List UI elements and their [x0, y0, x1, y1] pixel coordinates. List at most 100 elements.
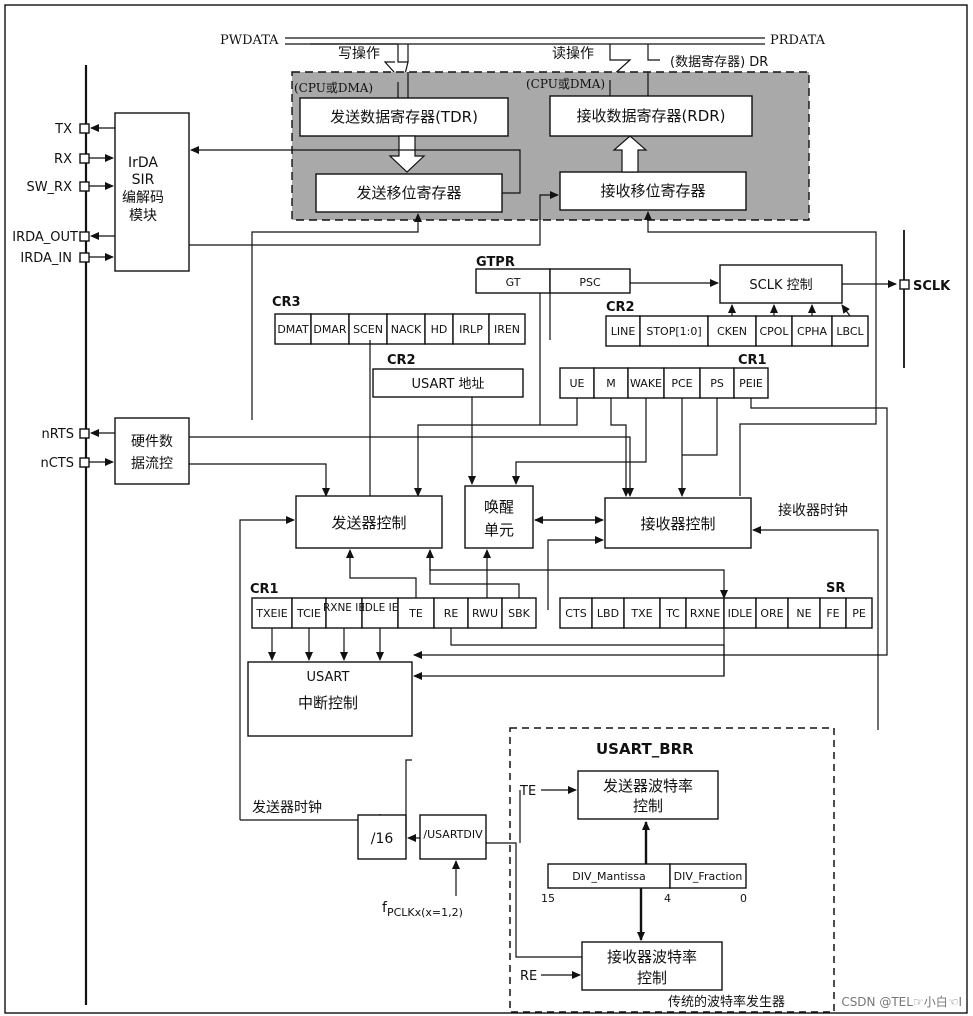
cr1-idleie: IDLE IE	[362, 602, 399, 614]
irda-line2: SIR	[132, 172, 155, 188]
cr1-a-title: CR1	[738, 353, 767, 368]
pwdata-label: PWDATA	[220, 33, 279, 48]
pin-sw-rx-label: SW_RX	[26, 180, 72, 195]
interrupt-line1: USART	[307, 670, 350, 685]
outer-frame	[4, 4, 968, 1014]
irda-line4: 模块	[129, 208, 157, 224]
rx-shift-label: 接收移位寄存器	[600, 182, 705, 200]
brr-mantissa: DIV_Mantissa	[572, 870, 646, 883]
cr2-register: LINE STOP[1:0] CKEN CPOL CPHA LBCL	[605, 315, 869, 347]
cr1-b-title: CR1	[250, 582, 279, 597]
gtpr-psc-label: PSC	[579, 276, 601, 289]
usartdiv-label: /USARTDIV	[423, 828, 483, 841]
cr2-line: LINE	[611, 325, 636, 338]
cr1-sbk: SBK	[508, 607, 531, 620]
cr1-re: RE	[444, 607, 459, 620]
write-op-label: 写操作	[338, 46, 380, 62]
cr3-iren: IREN	[494, 323, 520, 336]
irda-line3: 编解码	[122, 190, 164, 206]
pin-irda-out-label: IRDA_OUT	[12, 230, 78, 245]
sr-lbd: LBD	[597, 607, 619, 620]
cr1-ps: PS	[710, 377, 724, 390]
watermark-label: CSDN @TEL☞小白☜I	[841, 994, 962, 1009]
tx-baud-line1: 发送器波特率	[603, 777, 693, 795]
cr1-txeie: TXEIE	[255, 607, 287, 620]
brr-title: USART_BRR	[596, 740, 694, 758]
cr2-b-title: CR2	[387, 353, 416, 368]
cr1-pce: PCE	[671, 377, 692, 390]
brr-bit4: 4	[664, 892, 671, 905]
rx-shift-box	[559, 171, 747, 211]
pin-sclk-label: SCLK	[913, 279, 951, 294]
gtpr-gt-label: GT	[506, 276, 521, 289]
flow-line1: 硬件数	[131, 434, 173, 450]
pin-ncts-label: nCTS	[40, 456, 74, 471]
prdata-label: PRDATA	[770, 33, 826, 48]
usartdiv-box	[419, 814, 487, 860]
flow-control-box	[114, 417, 190, 485]
shift-to-rdr-arrow	[612, 135, 648, 173]
brr-te-label: TE	[519, 784, 536, 799]
fpclk-label: fPCLKx(x=1,2)	[382, 900, 463, 919]
data-bus: PWDATA PRDATA 写操作 读操作 (数据寄存器) DR	[220, 33, 826, 84]
sr-idle: IDLE	[728, 607, 753, 620]
rx-clock-label: 接收器时钟	[778, 502, 848, 519]
flow-line2: 据流控	[131, 456, 173, 472]
tx-control-label: 发送器控制	[331, 514, 406, 532]
rx-baud-line1: 接收器波特率	[607, 948, 697, 966]
cr2-lbcl: LBCL	[836, 325, 864, 338]
cr2-cpha: CPHA	[797, 325, 828, 338]
pin-rx-label: RX	[54, 152, 72, 167]
tdr-box	[299, 97, 509, 137]
usart-address-label: USART 地址	[411, 377, 484, 392]
cr1-wake: WAKE	[630, 377, 662, 390]
pin-tx-label: TX	[54, 122, 72, 137]
sr-tc: TC	[665, 607, 680, 620]
pin-nrts-label: nRTS	[41, 427, 74, 442]
cr1-rwu: RWU	[472, 607, 498, 620]
cr2-cpol: CPOL	[759, 325, 789, 338]
cpu-dma-label-1: (CPU或DMA)	[294, 81, 373, 95]
tx-baud-box	[577, 770, 719, 820]
rx-baud-box	[581, 941, 723, 991]
usart-address-box	[372, 368, 524, 398]
pin-irda-out: IRDA_OUT	[12, 230, 90, 245]
sr-rxne: RXNE	[690, 607, 720, 620]
tdr-label: 发送数据寄存器(TDR)	[330, 108, 478, 126]
cr2-stop: STOP[1:0]	[646, 325, 701, 338]
sclk-control-box	[719, 264, 843, 304]
brr-register: DIV_Mantissa DIV_Fraction	[547, 863, 747, 889]
irda-box	[114, 112, 190, 272]
interrupt-line2: 中断控制	[298, 694, 358, 712]
dr-label: (数据寄存器) DR	[670, 54, 768, 70]
pin-tx: TX	[54, 122, 90, 137]
tdr-to-shift-arrow	[388, 135, 426, 173]
pin-irda-in: IRDA_IN	[20, 251, 90, 266]
tx-baud-line2: 控制	[633, 797, 663, 815]
gtpr-psc-cell	[549, 268, 631, 294]
pin-sw-rx: SW_RX	[26, 180, 90, 195]
brr-fraction: DIV_Fraction	[674, 870, 743, 883]
cr3-dmar: DMAR	[313, 323, 346, 336]
rx-baud-line2: 控制	[637, 969, 667, 987]
rx-control-box	[604, 497, 752, 549]
interrupt-control-box	[247, 661, 413, 737]
cr3-hd: HD	[431, 323, 448, 336]
sr-pe: PE	[852, 607, 866, 620]
cr3-scen: SCEN	[353, 323, 383, 336]
cr1-rxneie: RXNE IE	[323, 602, 365, 614]
brr-re-label: RE	[520, 969, 537, 984]
tx-control-box	[295, 495, 443, 549]
pin-sclk	[899, 279, 910, 290]
wake-line2: 单元	[484, 521, 514, 539]
cr1-lower-register: TXEIE TCIE RXNE IE IDLE IE TE RE RWU SBK	[251, 597, 537, 629]
sr-register: CTS LBD TXE TC RXNE IDLE ORE NE FE PE	[559, 597, 873, 629]
cr3-title: CR3	[272, 295, 301, 310]
sr-txe: TXE	[630, 607, 652, 620]
wake-unit-box	[464, 485, 534, 549]
sr-title: SR	[826, 581, 845, 596]
cr1-upper-register: UE M WAKE PCE PS PEIE	[559, 367, 769, 399]
sclk-control-label: SCLK 控制	[749, 278, 812, 293]
rdr-box	[549, 95, 753, 137]
